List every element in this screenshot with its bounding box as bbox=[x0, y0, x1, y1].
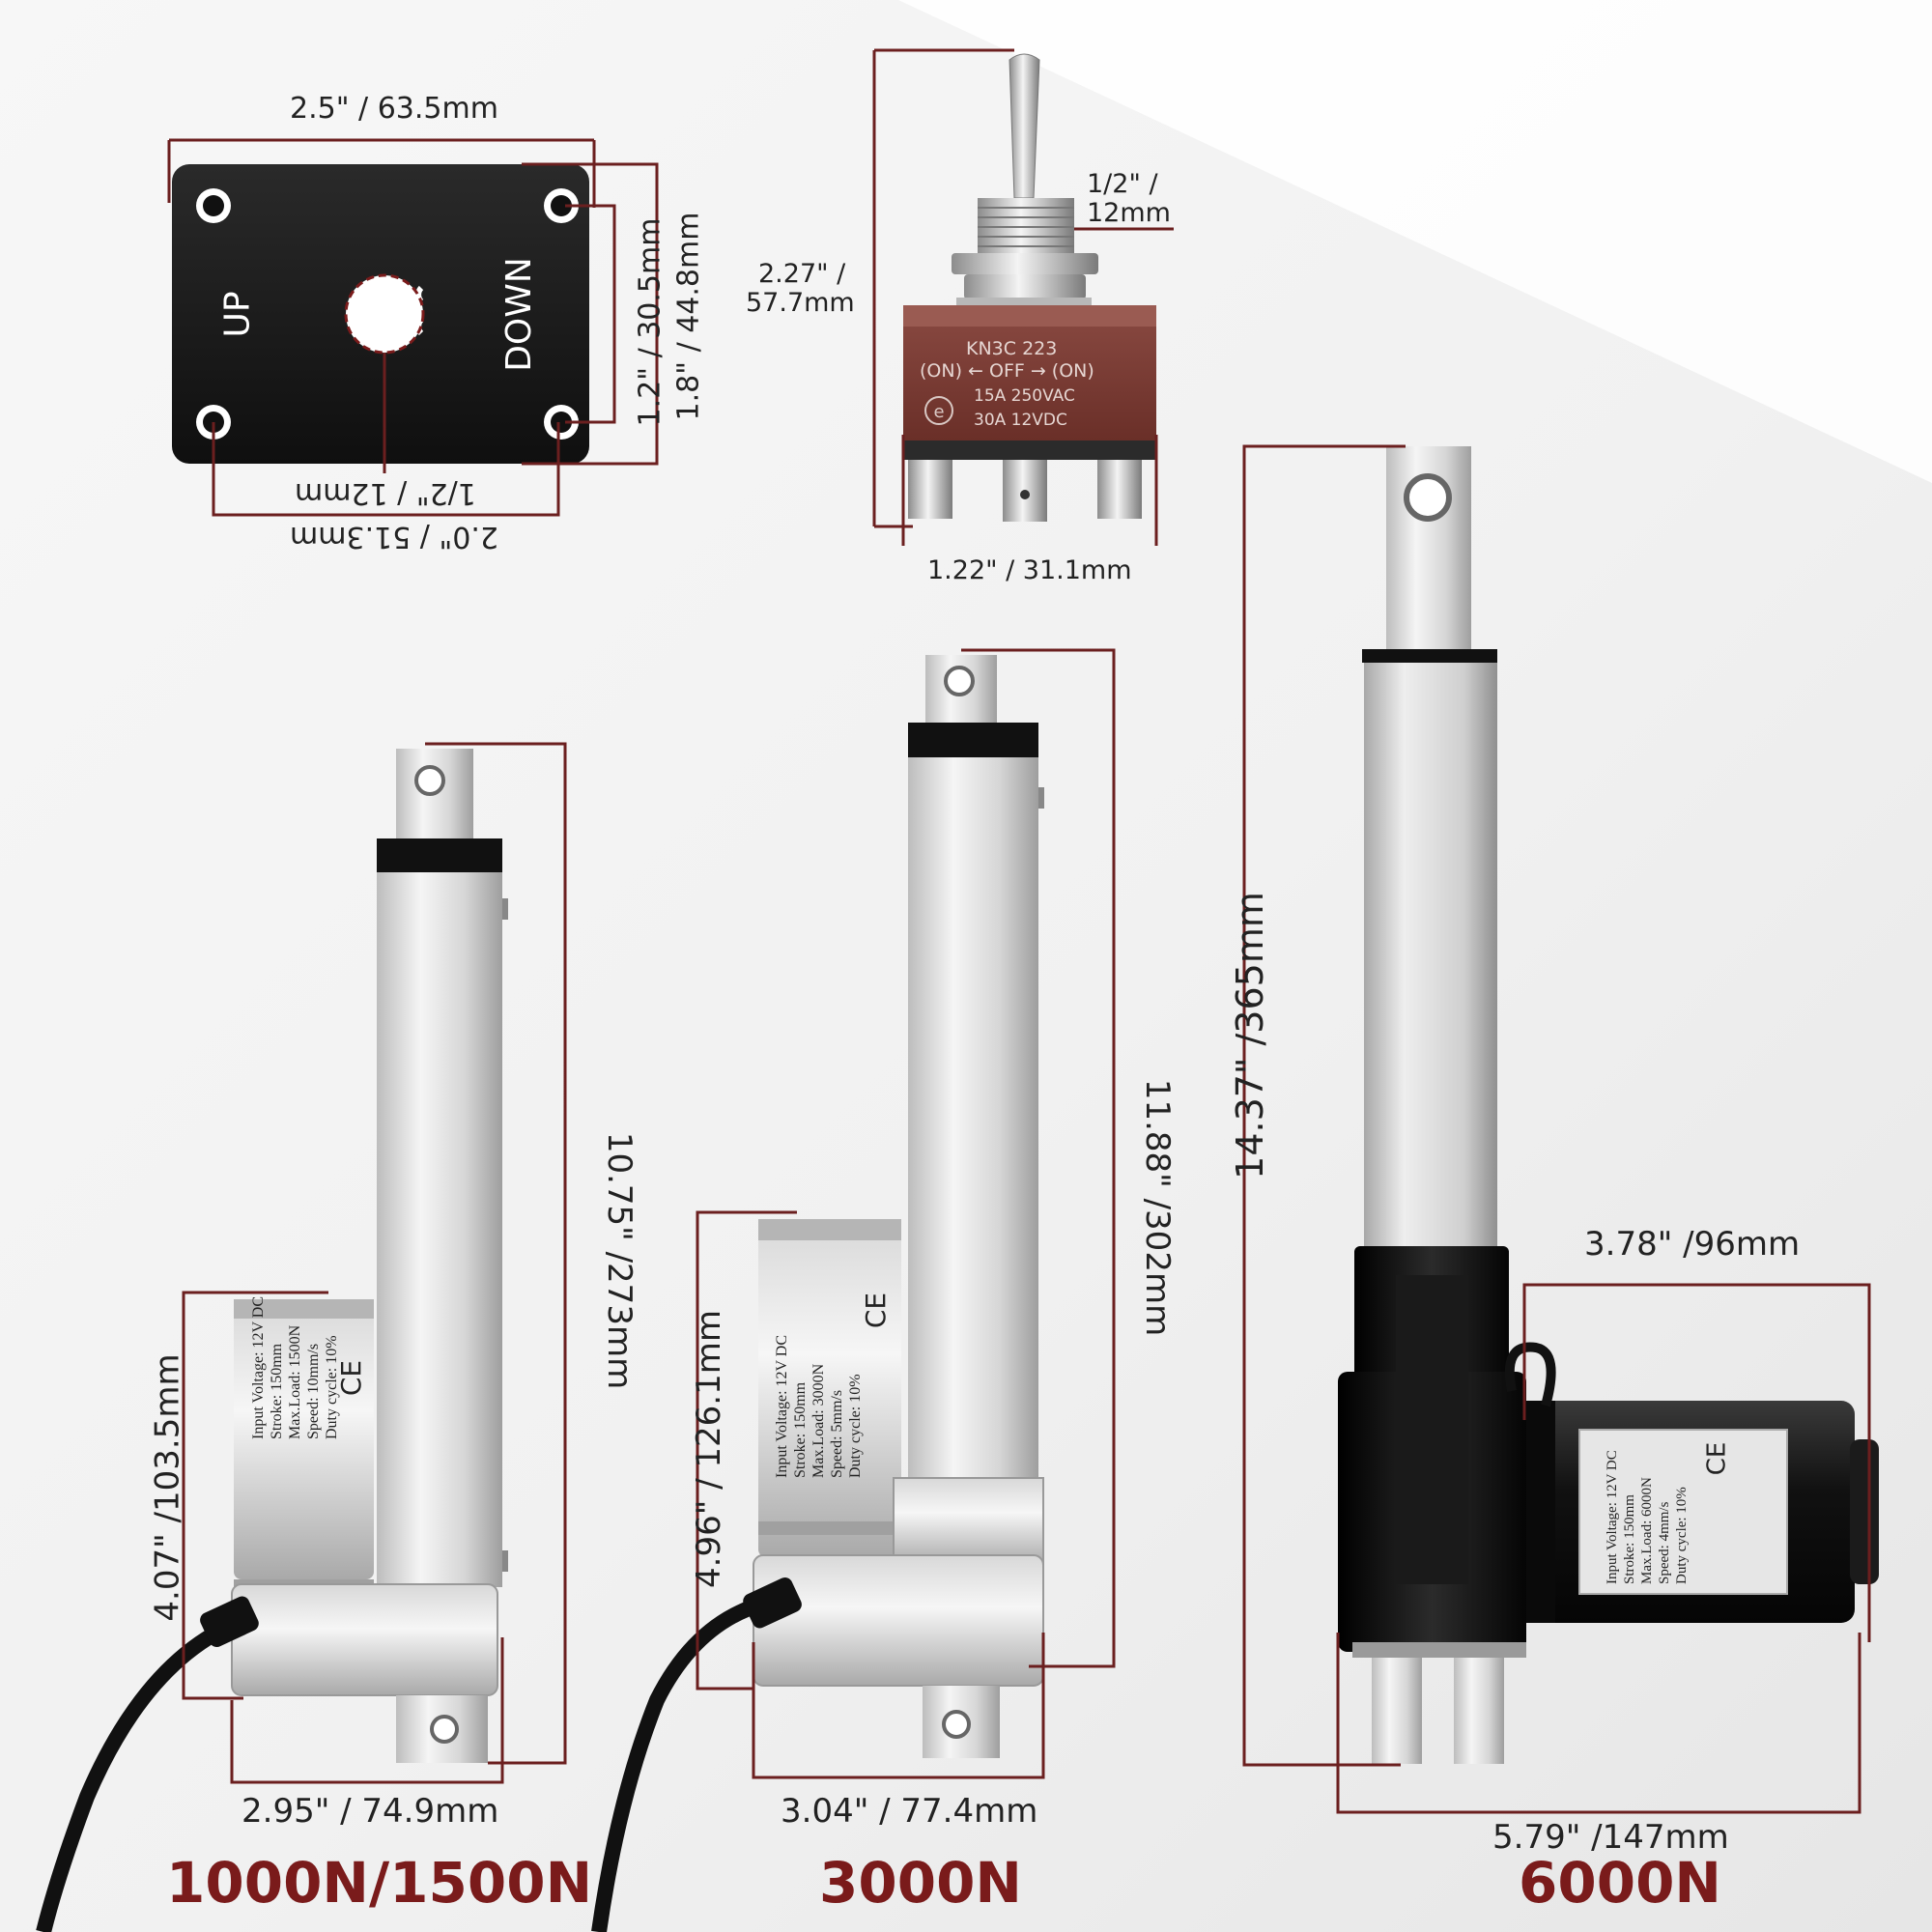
actuator-3-title: 6000N bbox=[1519, 1850, 1721, 1916]
switch-height-dim-line1: 2.27" / bbox=[758, 259, 846, 289]
switch-thread-dim-line2: 12mm bbox=[1087, 198, 1171, 228]
switch-width-dim: 1.22" / 31.1mm bbox=[927, 555, 1132, 585]
spec-speed: Speed: 4mm/s bbox=[1657, 1501, 1672, 1584]
actuator-2-title: 3000N bbox=[819, 1850, 1022, 1916]
switch-model-label: KN3C 223 bbox=[966, 338, 1058, 359]
switch-thread-dim-line1: 1/2" / bbox=[1087, 169, 1158, 199]
ce-mark: CE bbox=[1702, 1441, 1732, 1476]
actuator-3-motor-dim: 3.78" /96mm bbox=[1584, 1225, 1801, 1264]
switch-ac-rating: 15A 250VAC bbox=[974, 386, 1075, 406]
spec-duty: Duty cycle: 10% bbox=[1674, 1487, 1690, 1584]
actuator-3-spec-label: Input Voltage: 12V DC Stroke: 150mm Max.… bbox=[1604, 1450, 1690, 1584]
svg-text:e: e bbox=[933, 402, 944, 422]
actuator-1-width-dim: 2.95" / 74.9mm bbox=[242, 1792, 499, 1831]
switch-positions-label: (ON) ← OFF → (ON) bbox=[920, 360, 1094, 382]
spec-stroke: Stroke: 150mm bbox=[1622, 1494, 1637, 1584]
spec-load: Max.Load: 6000N bbox=[1639, 1477, 1655, 1584]
actuator-3-length-dim: 14.37" /365mm bbox=[1228, 892, 1271, 1179]
actuator-3-width-dim: 5.79" /147mm bbox=[1492, 1818, 1729, 1857]
actuator-2-width-dim: 3.04" / 77.4mm bbox=[781, 1792, 1038, 1831]
switch-dc-rating: 30A 12VDC bbox=[974, 411, 1067, 430]
plate-width-dim: 2.5" / 63.5mm bbox=[290, 92, 498, 126]
switch-height-dim-line2: 57.7mm bbox=[746, 288, 855, 318]
spec-voltage: Input Voltage: 12V DC bbox=[1605, 1450, 1620, 1584]
actuator-1-title: 1000N/1500N bbox=[166, 1850, 593, 1916]
